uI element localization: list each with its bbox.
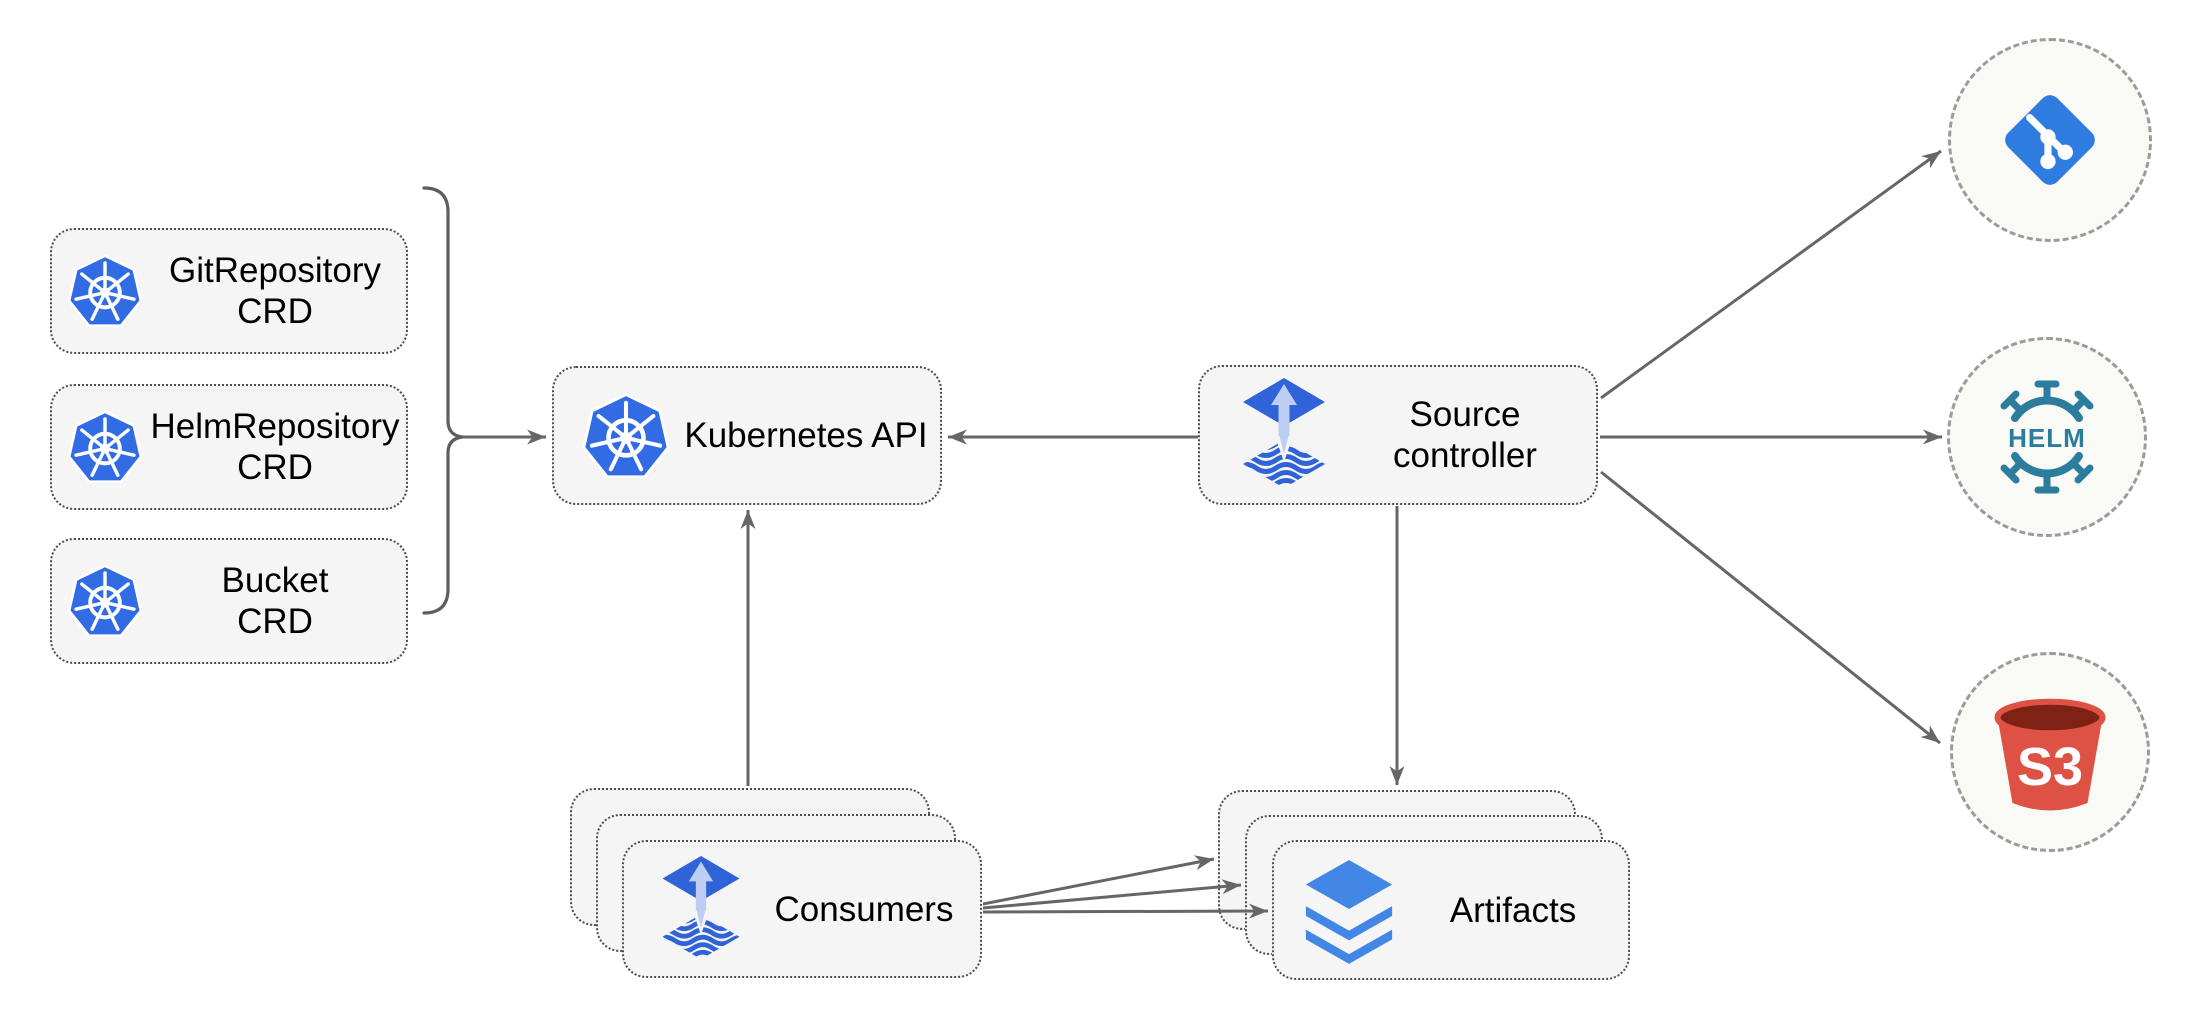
node-helmrepository-crd: HelmRepository CRD — [50, 384, 408, 510]
s3-bucket-icon: S3 — [1994, 698, 2106, 811]
edge-consumers-to-artifacts-2 — [982, 879, 1242, 910]
consumers-stack: Consumers — [570, 788, 984, 980]
artifacts-stack: Artifacts — [1218, 790, 1632, 982]
node-label: GitRepository CRD — [144, 250, 406, 332]
node-label-line2: CRD — [237, 602, 313, 641]
layers-icon — [1305, 860, 1393, 964]
edge-source-controller-to-git — [1600, 149, 1942, 400]
git-icon — [2005, 95, 2095, 185]
node-label: Artifacts — [1398, 890, 1628, 931]
node-label: HelmRepository CRD — [144, 406, 406, 488]
node-label-line1: Bucket — [221, 561, 329, 600]
node-bucket-crd: Bucket CRD — [50, 538, 408, 664]
node-label: Bucket CRD — [144, 560, 406, 642]
helm-label: HELM — [2008, 423, 2086, 453]
kubernetes-icon — [66, 562, 144, 640]
node-artifacts: Artifacts — [1272, 840, 1630, 980]
node-s3-source: S3 — [1950, 652, 2150, 852]
node-label-text: Consumers — [774, 889, 954, 929]
node-label-line2: CRD — [237, 448, 313, 487]
node-label-line1: GitRepository — [168, 251, 382, 290]
flux-icon — [1234, 378, 1334, 492]
helm-icon: HELM — [2000, 380, 2094, 494]
edge-source-controller-to-s3 — [1600, 470, 1941, 745]
node-label-line2: CRD — [237, 292, 313, 331]
edge-consumers-to-artifacts-1 — [982, 855, 1215, 906]
node-git-source — [1948, 38, 2152, 242]
node-label: Source controller — [1334, 394, 1596, 476]
node-label: Consumers — [748, 889, 980, 930]
node-label-line1: Source — [1409, 395, 1521, 434]
node-label: Kubernetes API — [672, 415, 940, 456]
kubernetes-icon — [66, 252, 144, 330]
kubernetes-icon — [580, 390, 672, 482]
node-helm-source: HELM — [1947, 337, 2147, 537]
node-label-text: Artifacts — [1449, 890, 1577, 930]
s3-label: S3 — [2017, 737, 2083, 797]
node-label-text: Kubernetes API — [684, 416, 928, 455]
node-source-controller: Source controller — [1198, 365, 1598, 505]
node-consumers: Consumers — [622, 840, 982, 978]
kubernetes-icon — [66, 408, 144, 486]
node-kubernetes-api: Kubernetes API — [552, 366, 942, 505]
node-label-line1: HelmRepository — [150, 407, 400, 446]
node-gitrepository-crd: GitRepository CRD — [50, 228, 408, 354]
node-label-line2: controller — [1393, 436, 1537, 475]
flux-icon — [654, 856, 748, 963]
crd-group-bracket — [422, 186, 463, 615]
